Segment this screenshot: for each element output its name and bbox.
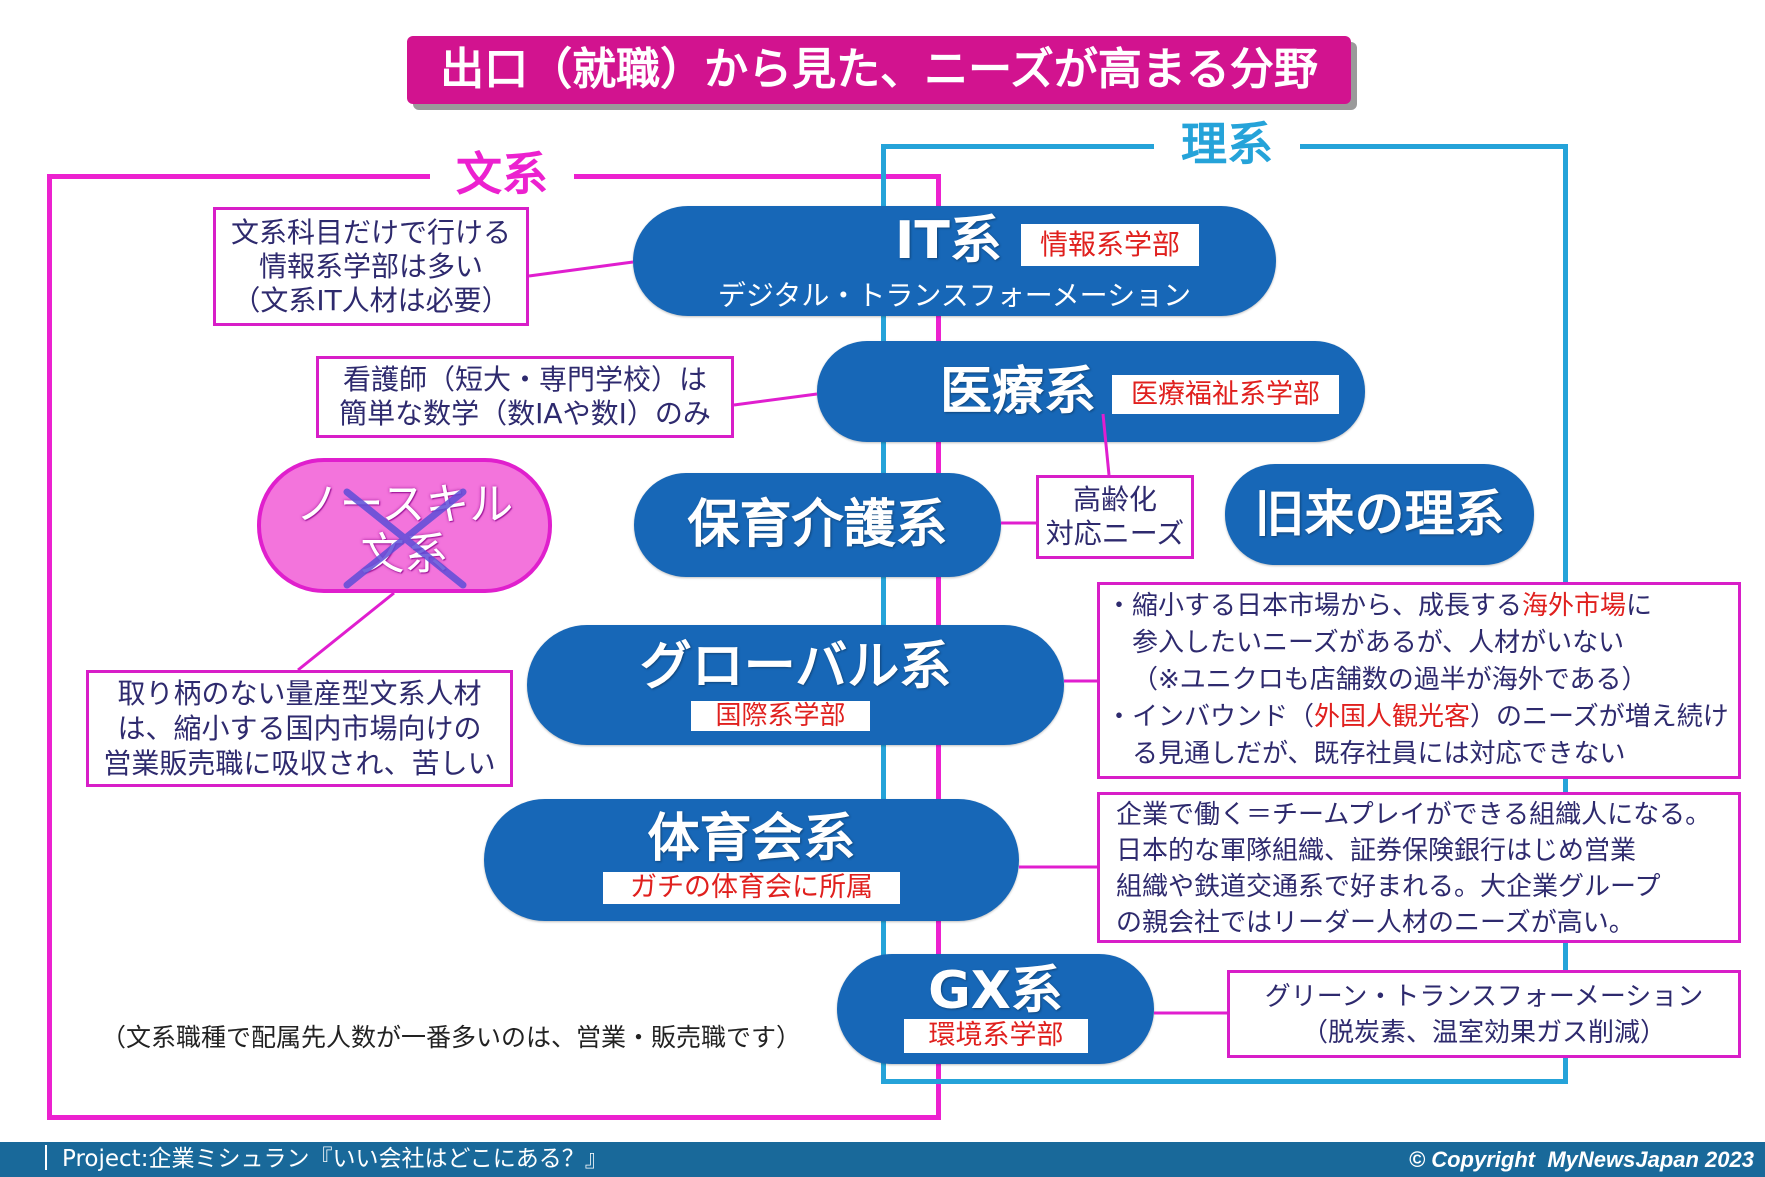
field-gx-pill: GX系 環境系学部 (837, 954, 1154, 1064)
note-line: 取り柄のない量産型文系人材 (117, 677, 482, 710)
note-line: 高齢化 (1072, 483, 1157, 516)
field-gx-faculty-tag: 環境系学部 (904, 1019, 1088, 1053)
cross-mark-icon (343, 488, 467, 589)
note-line: 情報系学部は多い (258, 250, 483, 283)
note-line: 営業販売職に吸収され、苦しい (103, 747, 496, 780)
note-line: る見通しだが、既存社員には対応できない (1132, 739, 1626, 769)
footer-divider (45, 1145, 47, 1170)
note-line: 組織や鉄道交通系で好まれる。大企業グループ (1116, 872, 1661, 902)
note-text: ）のニーズが増え続け (1470, 702, 1729, 732)
note-athletic: 企業で働く＝チームプレイができる組織人になる。 日本的な軍隊組織、証券保険銀行は… (1097, 792, 1741, 943)
note-global: ・縮小する日本市場から、成長する海外市場に 参入したいニーズがあるが、人材がいな… (1097, 582, 1741, 779)
field-gx-label: GX系 (928, 961, 1063, 1021)
field-care-pill: 保育介護系 (634, 473, 1001, 577)
note-line: 対応ニーズ (1045, 517, 1185, 550)
note-line: （※ユニクロも店舗数の過半が海外である） (1132, 665, 1648, 695)
note-highlight: 海外市場 (1522, 591, 1627, 621)
field-athletic-label: 体育会系 (647, 809, 856, 869)
note-line: 文系科目だけで行ける (230, 216, 511, 249)
note-text: に (1626, 591, 1653, 621)
field-medical-faculty-tag: 医療福祉系学部 (1112, 375, 1339, 414)
note-line: の親会社ではリーダー人材のニーズが高い。 (1116, 908, 1635, 938)
note-highlight: 外国人観光客 (1314, 702, 1471, 732)
field-traditional-science-label: 旧来の理系 (1254, 485, 1505, 543)
note-it-humanities: 文系科目だけで行ける 情報系学部は多い （文系IT人材は必要） (213, 207, 529, 326)
science-region-label: 理系 (1154, 119, 1300, 169)
field-it-faculty-tag: 情報系学部 (1021, 224, 1199, 266)
note-line: 参入したいニーズがあるが、人材がいない (1132, 628, 1625, 658)
note-line: は、縮小する国内市場向けの (117, 712, 482, 745)
note-line: 簡単な数学（数IAや数I）のみ (339, 397, 711, 430)
field-it-label: IT系 (895, 211, 1002, 271)
field-medical-pill: 医療系 医療福祉系学部 (817, 341, 1365, 442)
note-aging-needs: 高齢化 対応ニーズ (1036, 475, 1194, 559)
field-global-label: グローバル系 (639, 637, 952, 697)
note-line: 日本的な軍隊組織、証券保険銀行はじめ営業 (1116, 836, 1637, 866)
field-athletic-faculty-tag: ガチの体育会に所属 (603, 872, 900, 904)
field-it-subtitle: デジタル・トランスフォーメーション (717, 279, 1192, 312)
footer-project-text: Project:企業ミシュラン『いい会社はどこにある？』 (62, 1146, 608, 1172)
field-athletic-pill: 体育会系 ガチの体育会に所属 (484, 799, 1019, 921)
note-line: 看護師（短大・専門学校）は (342, 363, 707, 396)
footer-copyright: © Copyright MyNewsJapan 2023 (1408, 1147, 1754, 1172)
note-line: グリーン・トランスフォーメーション (1264, 982, 1704, 1012)
note-nursing: 看護師（短大・専門学校）は 簡単な数学（数IAや数I）のみ (316, 356, 734, 438)
note-line: 企業で働く＝チームプレイができる組織人になる。 (1116, 800, 1712, 830)
field-care-label: 保育介護系 (687, 495, 948, 555)
note-text: ・縮小する日本市場から、成長する (1106, 591, 1523, 621)
field-medical-label: 医療系 (940, 362, 1097, 422)
field-traditional-science-pill: 旧来の理系 (1225, 464, 1534, 565)
note-no-skill: 取り柄のない量産型文系人材 は、縮小する国内市場向けの 営業販売職に吸収され、苦… (86, 670, 513, 787)
note-line: ・縮小する日本市場から、成長する海外市場に (1106, 588, 1738, 625)
footnote: （文系職種で配属先人数が一番多いのは、営業・販売職です） (101, 1023, 802, 1052)
field-global-pill: グローバル系 国際系学部 (527, 625, 1064, 745)
note-line: （脱炭素、温室効果ガス削減） (1301, 1018, 1666, 1048)
no-skill-line1: ノースキル (295, 479, 514, 530)
field-it-pill: IT系 情報系学部 デジタル・トランスフォーメーション (633, 206, 1276, 316)
humanities-region-label: 文系 (430, 149, 574, 199)
field-global-faculty-tag: 国際系学部 (691, 701, 870, 731)
no-skill-humanities-pill: ノースキル 文系 (257, 458, 552, 593)
note-gx: グリーン・トランスフォーメーション （脱炭素、温室効果ガス削減） (1227, 970, 1741, 1058)
note-line: ・インバウンド（外国人観光客）のニーズが増え続け (1106, 699, 1738, 736)
note-text: ・インバウンド（ (1106, 702, 1315, 732)
footer-bar: Project:企業ミシュラン『いい会社はどこにある？』 © Copyright… (0, 1142, 1765, 1177)
page-title: 出口（就職）から見た、ニーズが高まる分野 (407, 36, 1351, 104)
note-line: （文系IT人材は必要） (232, 284, 510, 317)
